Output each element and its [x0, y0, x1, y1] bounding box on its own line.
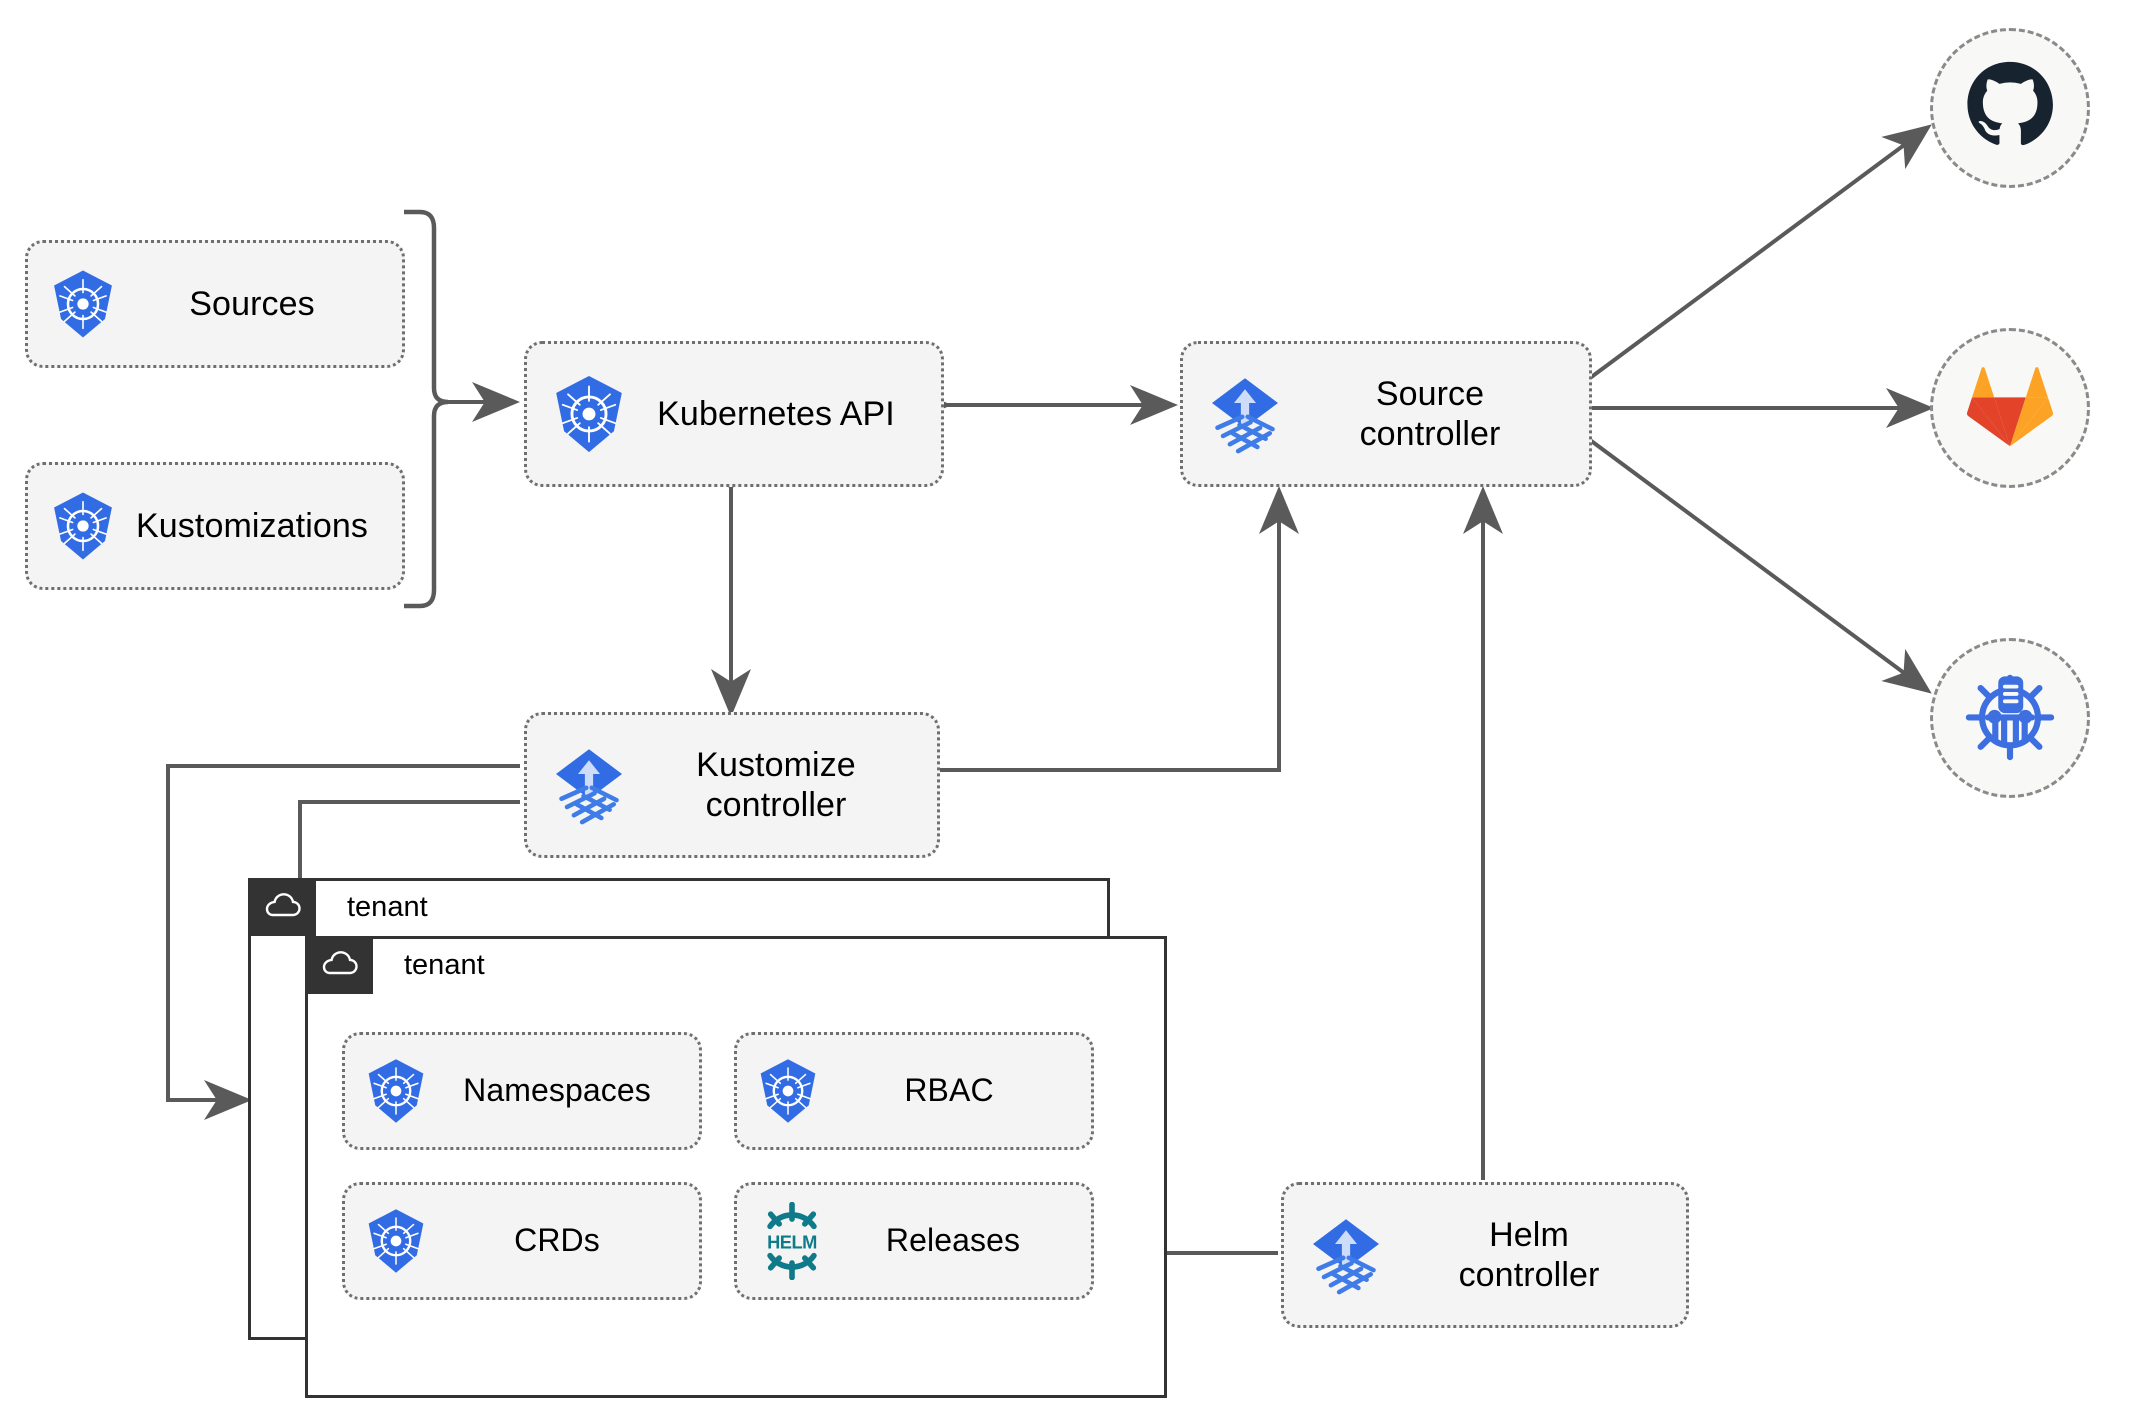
helm-icon: HELM [753, 1202, 831, 1280]
cloud-icon [262, 890, 302, 925]
node-label: Releases [885, 1222, 1021, 1259]
endpoint-github[interactable] [1930, 28, 2090, 188]
node-source-controller[interactable]: Source controller [1180, 341, 1592, 487]
svg-text:HELM: HELM [767, 1231, 817, 1252]
node-kustomizations[interactable]: Kustomizations [25, 462, 405, 590]
flux-icon [1302, 1211, 1390, 1299]
node-label: Kustomize controller [696, 745, 856, 824]
flux-icon [545, 741, 633, 829]
tenant-label-front: tenant [404, 948, 485, 981]
tenant-label-back: tenant [347, 890, 428, 923]
endpoint-oci-registry[interactable] [1930, 638, 2090, 798]
node-crds[interactable]: CRDs [342, 1182, 702, 1300]
node-label: Kubernetes API [657, 394, 895, 433]
edge-source-to-github [1588, 124, 1932, 380]
edge-source-to-oci [1588, 438, 1932, 694]
tenant-tab-front [305, 936, 373, 994]
kubernetes-icon [547, 372, 631, 456]
node-releases[interactable]: HELM Releases [734, 1182, 1094, 1300]
node-helm-controller[interactable]: Helm controller [1281, 1182, 1689, 1328]
github-icon [1964, 60, 2056, 157]
endpoint-gitlab[interactable] [1930, 328, 2090, 488]
node-label: Source controller [1359, 374, 1501, 453]
tenant-window-front[interactable]: tenant [305, 936, 1167, 1398]
flux-icon [1201, 370, 1289, 458]
cloud-icon [319, 948, 359, 983]
oci-registry-icon [1963, 669, 2057, 768]
node-kubernetes-api[interactable]: Kubernetes API [524, 341, 944, 487]
kubernetes-icon [361, 1056, 431, 1126]
tenant-tab-back [248, 878, 316, 936]
node-label: Kustomizations [136, 506, 368, 545]
node-label: Sources [189, 284, 315, 323]
node-label: RBAC [904, 1072, 994, 1109]
gitlab-icon [1964, 360, 2056, 457]
edge-resources-bracket [404, 209, 449, 609]
node-label: CRDs [514, 1222, 600, 1259]
node-kustomize-controller[interactable]: Kustomize controller [524, 712, 940, 858]
edge-kustomize-to-source [940, 486, 1299, 772]
kubernetes-icon [361, 1206, 431, 1276]
node-label: Namespaces [463, 1072, 651, 1109]
kubernetes-icon [753, 1056, 823, 1126]
node-label: Helm controller [1458, 1215, 1600, 1294]
kubernetes-icon [46, 267, 120, 341]
node-sources[interactable]: Sources [25, 240, 405, 368]
kubernetes-icon [46, 489, 120, 563]
node-namespaces[interactable]: Namespaces [342, 1032, 702, 1150]
node-rbac[interactable]: RBAC [734, 1032, 1094, 1150]
